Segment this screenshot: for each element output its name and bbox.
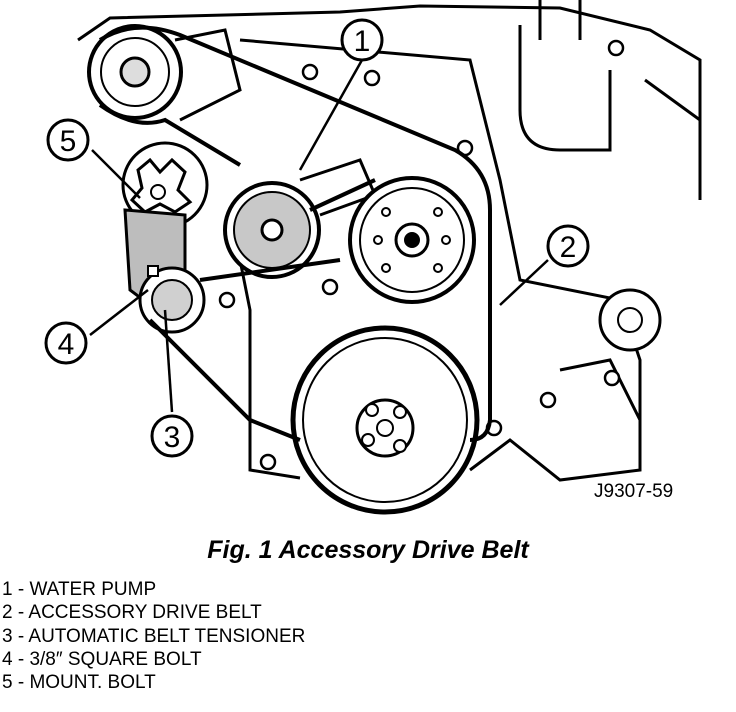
legend-item: 4 - 3/8″ SQUARE BOLT	[2, 648, 202, 670]
belt-tensioner	[121, 141, 209, 334]
leader-lines	[89, 59, 549, 413]
legend-item: 1 - WATER PUMP	[2, 579, 157, 600]
legend-item: 2 - ACCESSORY DRIVE BELT	[2, 602, 262, 624]
svg-text:4: 4	[58, 328, 75, 361]
alternator-pulley	[87, 24, 242, 122]
callout-2: 2	[546, 224, 590, 268]
svg-text:3: 3	[164, 421, 181, 454]
callout-4: 4	[44, 321, 88, 365]
accessory-drive-belt	[98, 25, 492, 442]
svg-text:5: 5	[60, 125, 77, 158]
belt-routing-diagram: 1 2 3 4 5 J9307-59	[44, 0, 702, 515]
callout-5: 5	[46, 118, 90, 162]
figure-code: J9307-59	[594, 481, 673, 502]
engine-block	[77, 0, 702, 482]
figure-caption: Fig. 1 Accessory Drive Belt	[207, 536, 529, 564]
svg-text:1: 1	[354, 25, 371, 58]
power-steering-pulley	[348, 176, 476, 304]
crankshaft-pulley	[290, 325, 480, 515]
legend-list: 1 - WATER PUMP 2 - ACCESSORY DRIVE BELT …	[2, 578, 305, 694]
cam-sensor-boss	[598, 288, 662, 352]
callout-3: 3	[150, 414, 194, 458]
legend-item: 3 - AUTOMATIC BELT TENSIONER	[2, 625, 306, 647]
svg-text:2: 2	[560, 231, 577, 264]
callout-1: 1	[340, 18, 384, 62]
legend-item: 5 - MOUNT. BOLT	[2, 672, 156, 694]
water-pump-pulley	[223, 158, 378, 279]
